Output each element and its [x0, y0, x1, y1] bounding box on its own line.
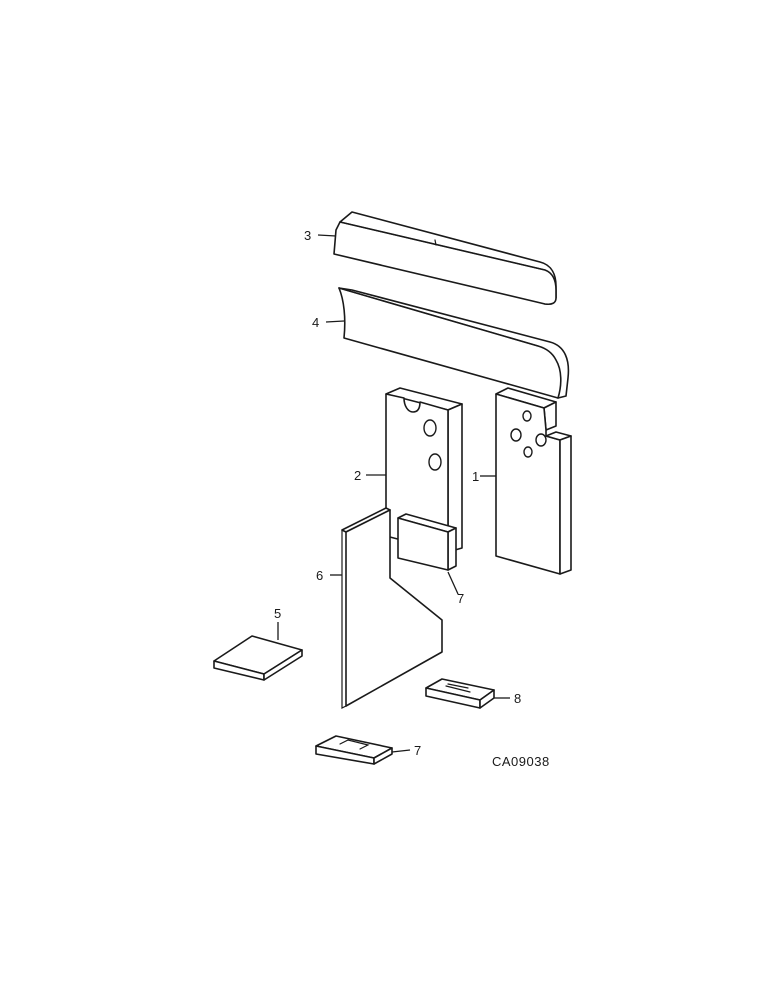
part-6-plate: [341, 507, 443, 709]
part-5-pad: [213, 635, 303, 681]
callout-part-8: 8: [514, 691, 521, 706]
part-7-pad-lower: [315, 735, 393, 765]
callout-part-7-lower: 7: [414, 743, 421, 758]
hole-icon: [428, 453, 442, 471]
hole-icon: [510, 428, 522, 442]
hole-icon: [523, 446, 533, 458]
leader-lines: [277, 234, 510, 753]
part-4-bar: [338, 287, 570, 399]
part-7-block-upper: [397, 513, 457, 571]
hole-icon: [423, 419, 437, 437]
callout-part-3: 3: [304, 228, 311, 243]
part-8-pad: [425, 678, 495, 709]
hole-icon: [522, 410, 532, 422]
part-3-bar: [333, 211, 557, 306]
callout-part-6: 6: [316, 568, 323, 583]
callout-part-2: 2: [354, 468, 361, 483]
callout-part-7-upper: 7: [457, 591, 464, 606]
part-2-plate: [385, 387, 463, 553]
callout-part-1: 1: [472, 469, 479, 484]
drawing-code: CA09038: [492, 754, 550, 769]
callout-part-5: 5: [274, 606, 281, 621]
part-1-plate: [495, 387, 572, 575]
callout-part-4: 4: [312, 315, 319, 330]
hole-icon: [535, 433, 547, 447]
